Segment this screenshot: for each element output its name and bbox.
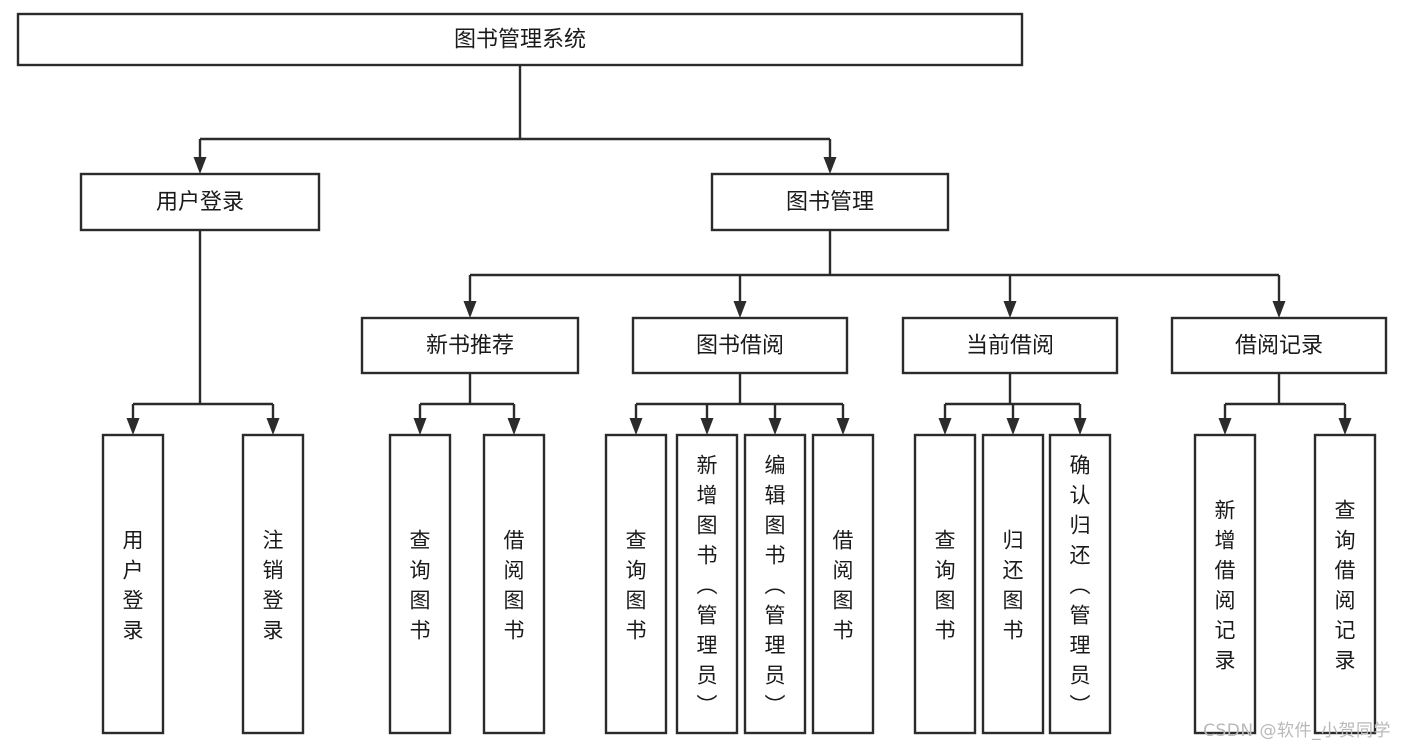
- node-leaf-query-book-3-label: 查询图书: [935, 528, 956, 642]
- node-leaf-edit-book[interactable]: 编辑图书︵管理员︶: [743, 433, 807, 735]
- node-leaf-borrow-book-2-label: 借阅图书: [833, 528, 854, 642]
- node-leaf-user-logout[interactable]: 注销登录: [241, 433, 305, 735]
- node-login-label: 用户登录: [156, 190, 244, 215]
- node-newbook-box[interactable]: [360, 316, 580, 375]
- node-leaf-return-book[interactable]: 归还图书: [981, 433, 1045, 735]
- node-borrow[interactable]: 图书借阅: [631, 316, 849, 375]
- node-layer: 图书管理系统用户登录图书管理新书推荐图书借阅当前借阅借阅记录用户登录注销登录查询…: [16, 12, 1388, 735]
- node-leaf-query-book-1[interactable]: 查询图书: [388, 433, 452, 735]
- connector-group-records: [1218, 373, 1352, 435]
- node-leaf-confirm-return-label: 确认归还︵管理员︶: [1070, 453, 1091, 717]
- node-leaf-query-book-1-box[interactable]: [388, 433, 452, 735]
- node-borrow-box[interactable]: [631, 316, 849, 375]
- node-bookmgmt-box[interactable]: [710, 172, 950, 232]
- node-leaf-query-record[interactable]: 查询借阅记录: [1313, 433, 1377, 735]
- node-root[interactable]: 图书管理系统: [16, 12, 1024, 67]
- node-leaf-user-login-box[interactable]: [101, 433, 165, 735]
- connector-layer: [126, 65, 1352, 435]
- connector-group-login: [126, 230, 280, 435]
- node-leaf-borrow-book-1-label: 借阅图书: [504, 528, 525, 642]
- node-leaf-borrow-book-2[interactable]: 借阅图书: [811, 433, 875, 735]
- node-leaf-borrow-book-2-box[interactable]: [811, 433, 875, 735]
- node-leaf-query-book-3[interactable]: 查询图书: [913, 433, 977, 735]
- node-current-box[interactable]: [901, 316, 1119, 375]
- node-leaf-add-record-box[interactable]: [1193, 433, 1257, 735]
- node-bookmgmt[interactable]: 图书管理: [710, 172, 950, 232]
- node-root-label: 图书管理系统: [454, 28, 586, 53]
- node-leaf-add-record[interactable]: 新增借阅记录: [1193, 433, 1257, 735]
- node-records[interactable]: 借阅记录: [1170, 316, 1388, 375]
- node-leaf-query-book-3-box[interactable]: [913, 433, 977, 735]
- csdn-watermark: CSDN @软件_小贺同学: [1203, 721, 1391, 741]
- node-records-box[interactable]: [1170, 316, 1388, 375]
- node-leaf-query-book-2-box[interactable]: [604, 433, 668, 735]
- connector-group-bookmgmt: [463, 230, 1286, 318]
- node-borrow-label: 图书借阅: [696, 334, 784, 359]
- node-newbook[interactable]: 新书推荐: [360, 316, 580, 375]
- node-login-box[interactable]: [79, 172, 321, 232]
- node-leaf-return-book-label: 归还图书: [1003, 528, 1024, 642]
- node-leaf-query-record-label: 查询借阅记录: [1335, 498, 1356, 672]
- node-leaf-confirm-return-box[interactable]: [1048, 433, 1112, 735]
- node-leaf-add-book[interactable]: 新增图书︵管理员︶: [675, 433, 739, 735]
- node-leaf-user-logout-label: 注销登录: [263, 528, 284, 642]
- node-leaf-query-book-2[interactable]: 查询图书: [604, 433, 668, 735]
- node-leaf-query-record-box[interactable]: [1313, 433, 1377, 735]
- node-leaf-query-book-1-label: 查询图书: [410, 528, 431, 642]
- connector-group-borrow: [629, 373, 850, 435]
- node-leaf-query-book-2-label: 查询图书: [626, 528, 647, 642]
- node-leaf-edit-book-box[interactable]: [743, 433, 807, 735]
- connector-group-current: [938, 373, 1087, 435]
- node-current[interactable]: 当前借阅: [901, 316, 1119, 375]
- node-leaf-user-login-label: 用户登录: [123, 528, 144, 642]
- node-leaf-user-login[interactable]: 用户登录: [101, 433, 165, 735]
- node-bookmgmt-label: 图书管理: [786, 190, 874, 215]
- node-leaf-user-logout-box[interactable]: [241, 433, 305, 735]
- node-leaf-borrow-book-1[interactable]: 借阅图书: [482, 433, 546, 735]
- node-leaf-edit-book-label: 编辑图书︵管理员︶: [765, 453, 786, 717]
- node-login[interactable]: 用户登录: [79, 172, 321, 232]
- connector-group-root: [193, 65, 837, 174]
- node-root-box[interactable]: [16, 12, 1024, 67]
- node-leaf-borrow-book-1-box[interactable]: [482, 433, 546, 735]
- node-leaf-add-record-label: 新增借阅记录: [1215, 498, 1236, 672]
- connector-group-newbook: [413, 373, 521, 435]
- node-leaf-add-book-label: 新增图书︵管理员︶: [697, 453, 718, 717]
- node-leaf-add-book-box[interactable]: [675, 433, 739, 735]
- node-current-label: 当前借阅: [966, 334, 1054, 359]
- node-records-label: 借阅记录: [1235, 334, 1323, 359]
- node-leaf-confirm-return[interactable]: 确认归还︵管理员︶: [1048, 433, 1112, 735]
- node-leaf-return-book-box[interactable]: [981, 433, 1045, 735]
- node-newbook-label: 新书推荐: [426, 334, 514, 359]
